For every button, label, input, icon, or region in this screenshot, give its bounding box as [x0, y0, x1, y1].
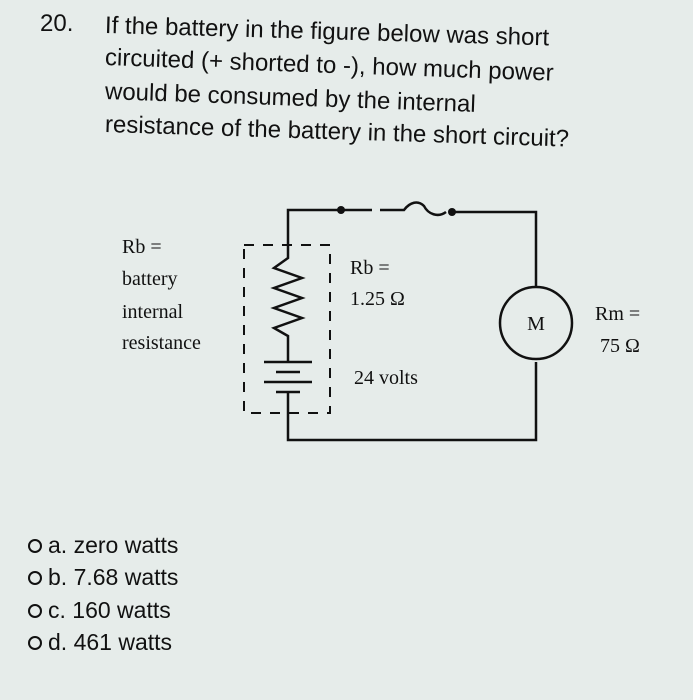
rm-label-line-2: 75 Ω [600, 335, 640, 357]
switch-link [340, 201, 447, 217]
radio-icon[interactable] [28, 538, 42, 553]
radio-icon[interactable] [28, 635, 42, 650]
motor-label: M [527, 313, 545, 335]
rb-value-line-1: Rb = [350, 257, 390, 279]
option-b[interactable]: b. 7.68 watts [28, 564, 178, 591]
option-a-text: zero watts [73, 532, 179, 558]
battery-dashed-box [243, 244, 331, 414]
motor-symbol [498, 285, 574, 361]
option-d-text: 461 watts [73, 629, 173, 655]
option-b-letter: b. [48, 564, 68, 590]
option-c-text: 160 watts [72, 597, 171, 623]
rb-value-line-2: 1.25 Ω [350, 288, 405, 310]
switch-contact-right [448, 208, 456, 216]
rb-label-line-2: battery [122, 268, 178, 290]
option-d-letter: d. [48, 629, 68, 655]
rb-label-line-1: Rb = [122, 236, 162, 258]
voltage-label: 24 volts [354, 367, 418, 389]
option-a-letter: a. [48, 532, 68, 558]
option-b-text: 7.68 watts [73, 564, 179, 590]
radio-icon[interactable] [28, 570, 42, 585]
rm-label-line-1: Rm = [595, 303, 640, 325]
option-a[interactable]: a. zero watts [28, 532, 178, 559]
rb-label-line-4: resistance [122, 332, 201, 354]
circuit-diagram: Rb = battery internal resistance Rb = 1.… [122, 201, 640, 442]
wire-top-right [455, 210, 538, 290]
radio-icon[interactable] [28, 603, 42, 618]
rb-label-line-3: internal [122, 301, 184, 323]
question-number: 20. [40, 10, 74, 37]
switch-contact-left [337, 206, 345, 214]
wire-right [286, 362, 538, 442]
wire-top-left [286, 208, 340, 245]
option-c-letter: c. [48, 597, 66, 623]
option-d[interactable]: d. 461 watts [28, 629, 172, 656]
internal-resistor [270, 245, 306, 362]
option-c[interactable]: c. 160 watts [28, 597, 171, 624]
